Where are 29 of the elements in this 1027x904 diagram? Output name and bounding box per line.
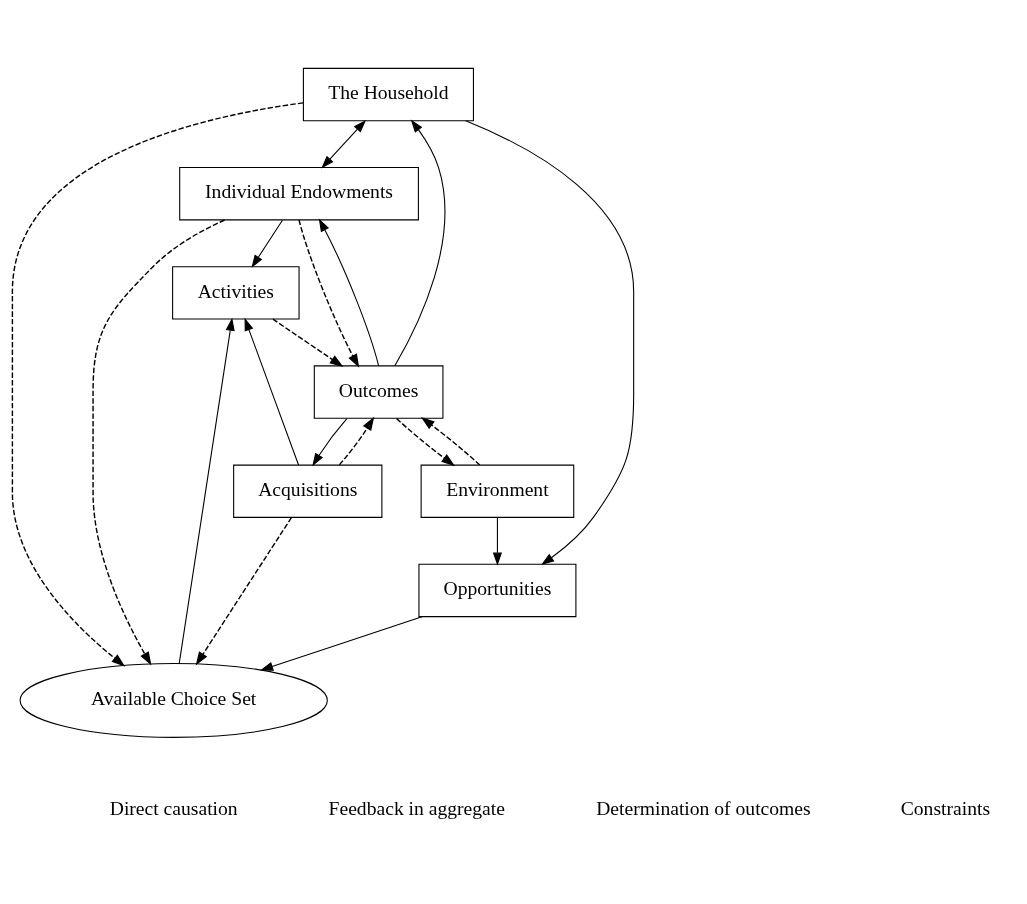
- arrow: [321, 119, 367, 168]
- arrow: [260, 615, 423, 671]
- node-box: Outcomes: [313, 364, 444, 419]
- arrow: [298, 218, 360, 368]
- arrow: [195, 516, 293, 665]
- legend-label: Constraints: [900, 797, 991, 819]
- arrow: [318, 218, 380, 366]
- node-box: Individual Endowments: [179, 166, 419, 220]
- arrow: [338, 416, 375, 466]
- arrow: [465, 119, 635, 565]
- node-box: Environment: [420, 464, 575, 518]
- arrow: [92, 218, 226, 665]
- arrow: [251, 219, 283, 268]
- arrow: [178, 317, 235, 664]
- node-box: Acquisitions: [233, 464, 383, 518]
- arrow: [11, 101, 304, 667]
- arrow: [244, 317, 300, 466]
- arrow: [420, 416, 481, 466]
- arrow: [272, 318, 344, 367]
- legend-label: Direct causation: [109, 797, 238, 819]
- arrow: [396, 417, 456, 466]
- arrow: [394, 119, 446, 366]
- node-box: The Household: [302, 67, 474, 121]
- node-box: Opportunities: [418, 563, 577, 617]
- legend-label: Determination of outcomes: [596, 797, 811, 819]
- arrow: [492, 516, 502, 566]
- arrow: [312, 417, 348, 466]
- legend-label: Feedback in aggregate: [328, 797, 505, 819]
- node-box: Activities: [172, 265, 300, 320]
